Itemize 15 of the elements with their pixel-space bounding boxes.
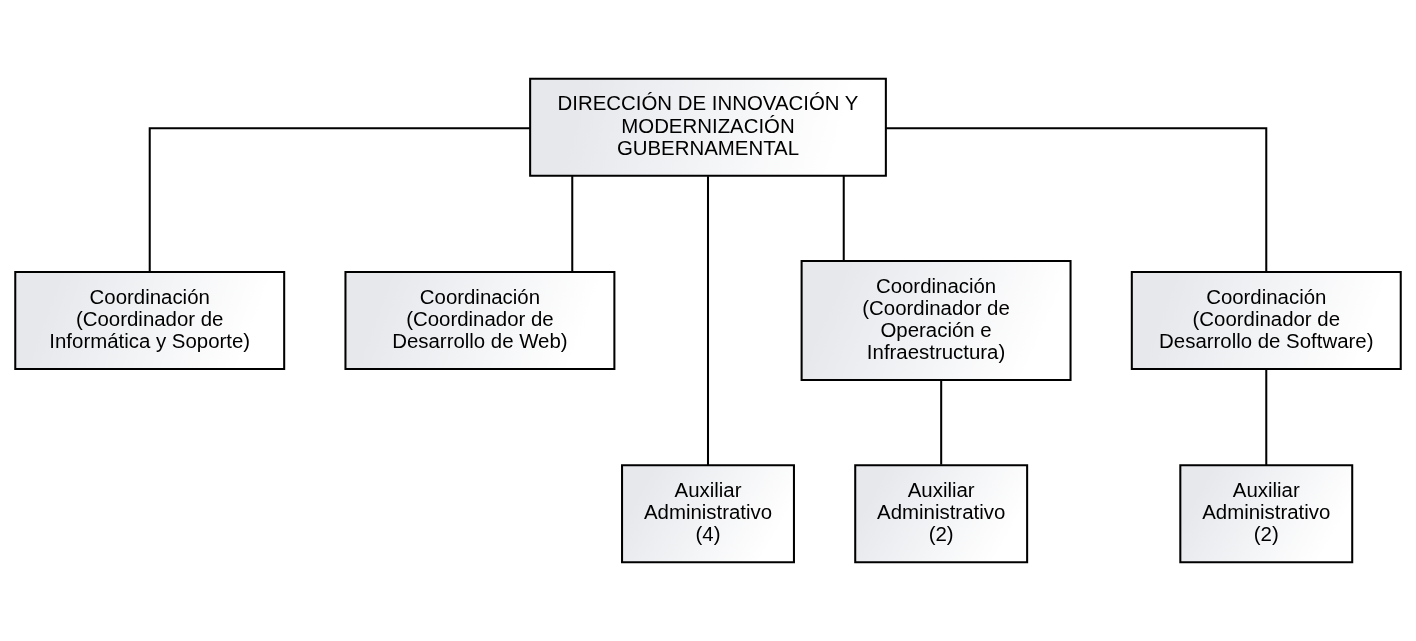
node-box: Coordinación (Coordinador de Desarrollo de Web): [344, 270, 616, 371]
connector: [707, 176, 709, 466]
connector: [842, 176, 845, 261]
node-box: Coordinación (Coordinador de Operación e Infraestructura): [800, 259, 1072, 382]
node-box: DIRECCIÓN DE INNOVACIÓN Y MODERNIZACIÓN GUBERNAMENTAL: [529, 77, 887, 177]
connector: [571, 176, 574, 272]
node-box: Auxiliar Administrativo (4): [621, 464, 795, 564]
node-box: Coordinación (Coordinador de Informática y Soporte): [14, 270, 286, 371]
node-box: Coordinación (Coordinador de Desarrollo de Software): [1130, 270, 1402, 371]
node-box: Auxiliar Administrativo (2): [854, 464, 1029, 564]
connector: [940, 380, 943, 465]
connector: [886, 127, 1268, 272]
connector: [1265, 369, 1268, 465]
node-box: Auxiliar Administrativo (2): [1179, 464, 1354, 564]
connector: [148, 127, 530, 272]
